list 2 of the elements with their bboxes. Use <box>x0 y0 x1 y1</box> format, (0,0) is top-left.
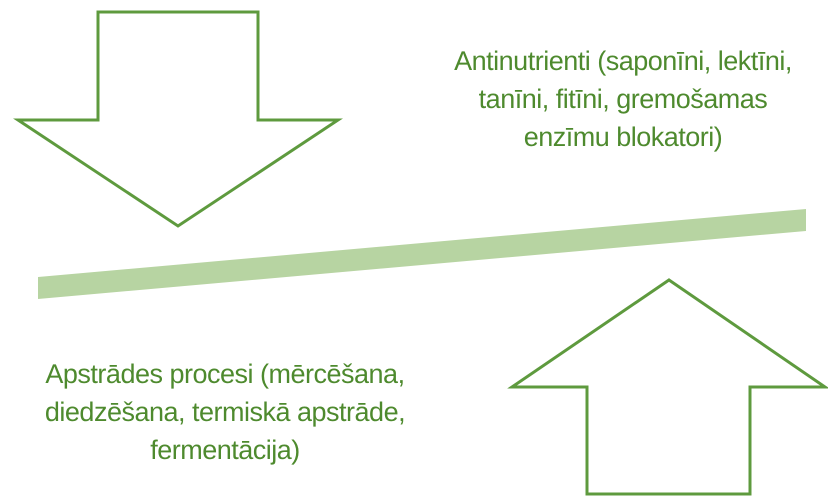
annotation-text: Antinutrienti (saponīni, lektīni, tanīni, fitīni, gremošamas enzīmu blokatori) <box>453 45 793 154</box>
annotation-text: Apstrādes procesi (mērcēšana, diedzēšana, termiskā apstrāde, fermentācija) <box>44 358 406 467</box>
